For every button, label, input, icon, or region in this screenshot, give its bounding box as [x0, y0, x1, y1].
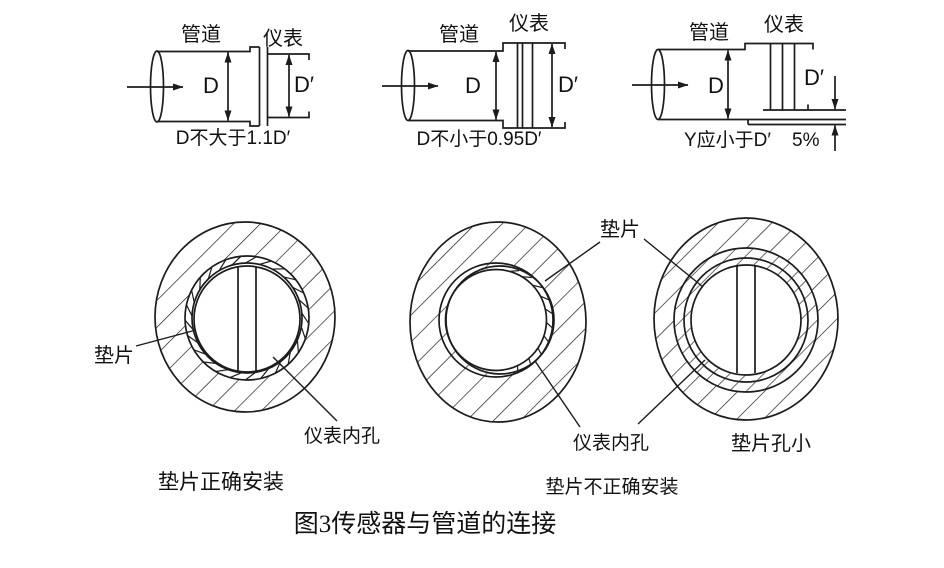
flange-outer-circle: [653, 217, 839, 421]
diagram-caption: D不大于1.1D′: [176, 127, 291, 149]
diagram-caption-pct: 5%: [792, 130, 820, 151]
flange-outer-circle: [409, 221, 587, 423]
bore-label: 仪表内孔: [573, 432, 649, 454]
gasket-outer-circle: [184, 255, 310, 381]
d-prime-label: D′: [804, 65, 824, 90]
gasket-lines: [769, 43, 796, 110]
diagram-caption: D不小于0.95D′: [417, 128, 542, 150]
electrode-lines: [237, 267, 257, 371]
gasket-hole-small-diagram: [653, 217, 839, 421]
gasket-crescent-ticks: [509, 270, 553, 371]
flange-outer-circle: [154, 221, 336, 413]
pipe-meter-diagram-3: 管道 仪表 D D′ Y应小于D′ 5%: [632, 13, 846, 151]
pipe-label: 管道: [439, 23, 479, 46]
electrode-lines: [736, 265, 756, 373]
gasket-label: 垫片: [94, 344, 134, 367]
meter-label: 仪表: [509, 12, 549, 35]
meter-plates: [267, 53, 310, 119]
gasket-outer-circle: [438, 262, 554, 378]
gasket-ring-ticks: [184, 255, 310, 381]
gasket-lines: [516, 43, 534, 128]
pipe-label: 管道: [181, 23, 221, 46]
d-prime-label: D′: [294, 72, 314, 97]
gasket-lines: [258, 47, 269, 126]
pipe-meter-diagram-1: 管道 仪表 D D′ D不大于1.1D′: [127, 23, 314, 149]
pipe-bottom-outline: [658, 118, 846, 126]
correct-install-caption: 垫片正确安装: [158, 471, 284, 494]
bore-leader-lines: [534, 359, 706, 428]
flange-hatch: [410, 222, 586, 422]
d-label: D: [708, 73, 724, 98]
pipe-meter-outline: [408, 42, 566, 129]
meter-bottom-plate: [763, 104, 846, 111]
diagram-caption-y: Y应小于D′: [684, 129, 771, 151]
bore-circle: [193, 265, 301, 373]
incorrect-install-caption: 垫片不正确安装: [545, 476, 678, 498]
pipe-label: 管道: [689, 21, 729, 44]
d-label: D: [203, 73, 219, 98]
gasket-label: 垫片: [600, 218, 640, 241]
bore-label: 仪表内孔: [304, 425, 380, 447]
pipe-outline: [157, 46, 260, 127]
d-prime-label: D′: [558, 72, 578, 97]
gasket-leader-lines: [544, 238, 704, 288]
gasket-inner-circle: [191, 262, 303, 374]
gasket-leader-line: [135, 329, 197, 347]
gasket-outer-circle: [673, 247, 819, 393]
flange-hatch: [155, 222, 335, 412]
d-label: D: [465, 73, 481, 98]
meter-label: 仪表: [764, 13, 804, 36]
gasket-offset-diagram: [409, 221, 587, 423]
incorrect-install-labels: 垫片 仪表内孔 垫片孔小 垫片不正确安装: [534, 218, 811, 498]
bore-leader-line: [272, 356, 338, 422]
gasket-hole-small-label: 垫片孔小: [731, 432, 811, 455]
figure-title: 图3传感器与管道的连接: [294, 510, 557, 538]
gasket-correct-diagram: 垫片 仪表内孔 垫片正确安装: [94, 221, 380, 494]
gasket-hole-circle: [444, 268, 548, 372]
meter-label: 仪表: [263, 27, 303, 50]
gasket-hole-circle: [690, 264, 802, 376]
pipe-meter-top-outline: [658, 42, 814, 51]
pipe-meter-diagram-2: 管道 仪表 D D′ D不小于0.95D′: [382, 12, 578, 150]
bore-edge-circle: [683, 257, 809, 383]
